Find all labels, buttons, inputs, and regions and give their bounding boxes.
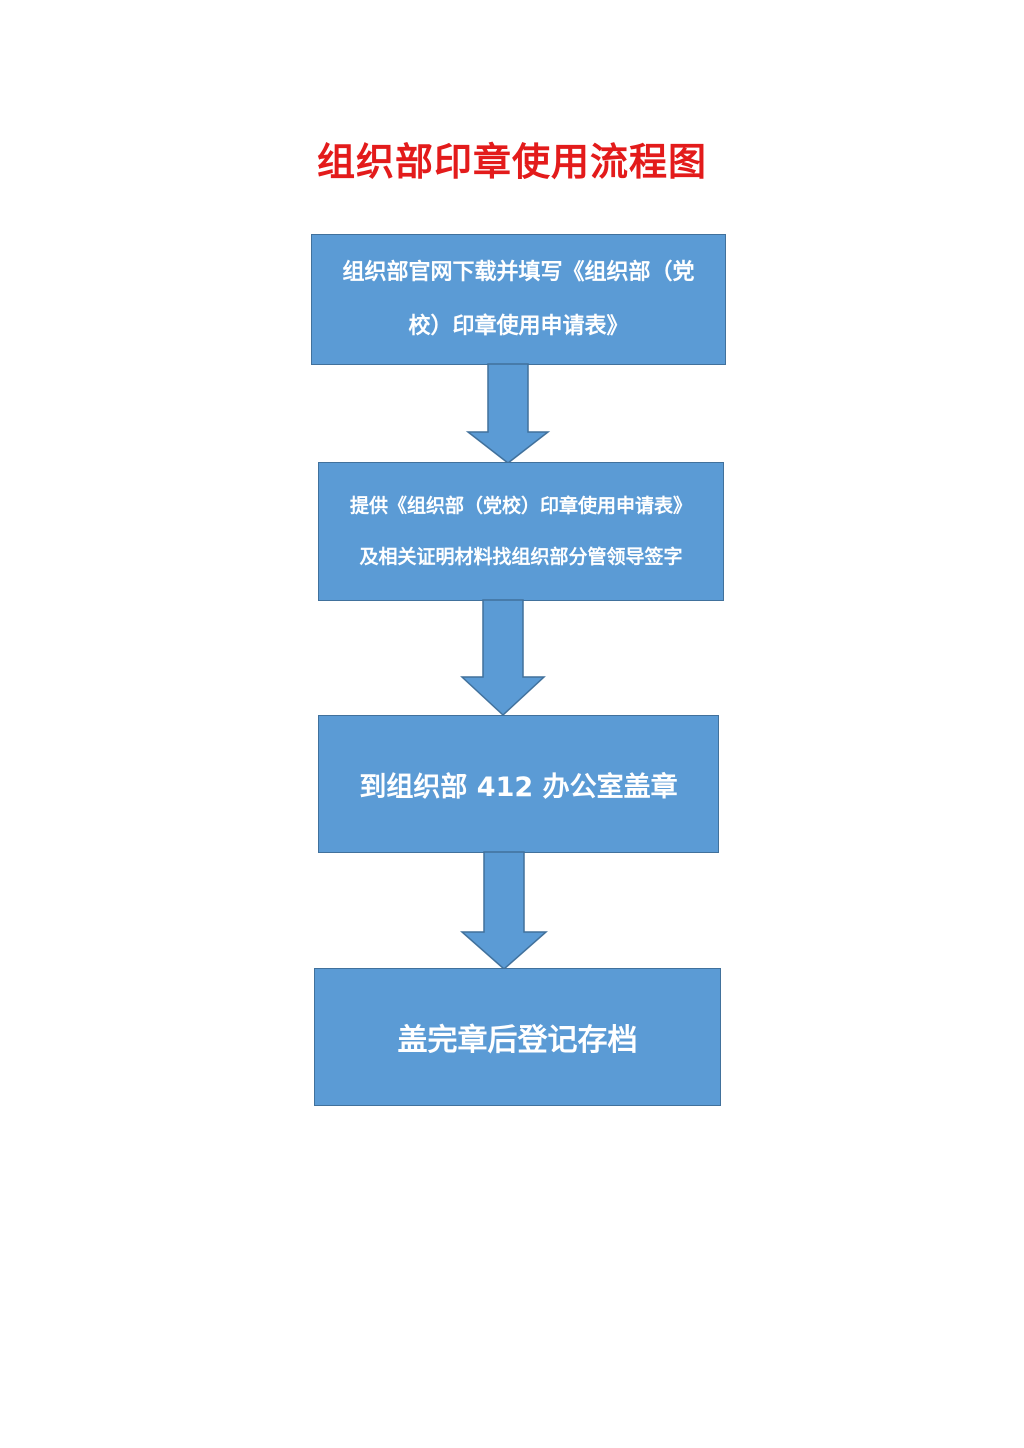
flow-arrow-down-icon (465, 363, 551, 464)
flow-step-download-form: 组织部官网下载并填写《组织部（党 校）印章使用申请表》 (311, 234, 726, 365)
step-text-line: 及相关证明材料找组织部分管领导签字 (359, 546, 683, 568)
step-text-line: 盖完章后登记存档 (397, 1023, 638, 1058)
flow-step-leader-signature: 提供《组织部（党校）印章使用申请表》 及相关证明材料找组织部分管领导签字 (318, 462, 724, 601)
step-text-line: 到组织部 412 办公室盖章 (359, 771, 678, 803)
flow-arrow-down-icon (460, 851, 548, 970)
flow-step-register-archive: 盖完章后登记存档 (314, 968, 721, 1106)
flow-arrow-down-icon (460, 599, 546, 717)
page-title: 组织部印章使用流程图 (316, 139, 707, 184)
step-text-line: 提供《组织部（党校）印章使用申请表》 (349, 495, 692, 517)
step-text-line: 校）印章使用申请表》 (408, 314, 629, 339)
flow-step-stamp-office: 到组织部 412 办公室盖章 (318, 715, 719, 853)
step-text-line: 组织部官网下载并填写《组织部（党 (342, 260, 695, 285)
